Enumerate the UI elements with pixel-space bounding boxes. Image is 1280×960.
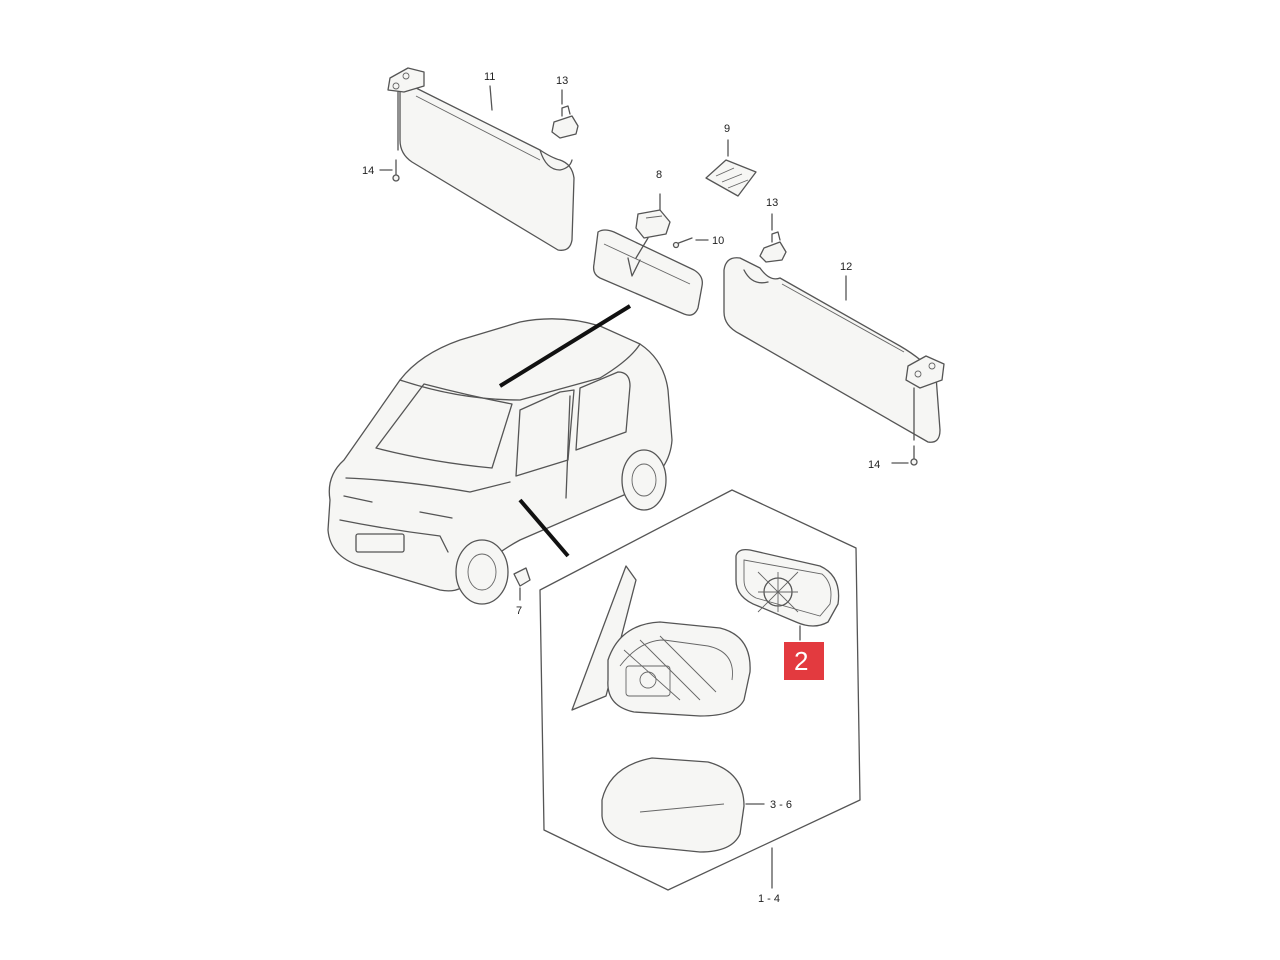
callout-7: 7 xyxy=(516,605,522,617)
callout-8: 8 xyxy=(656,169,662,181)
callout-11: 11 xyxy=(484,71,495,83)
callout-2: 2 xyxy=(794,646,808,676)
callout-14-left: 14 xyxy=(362,165,374,177)
door-mirror-box xyxy=(539,489,861,891)
callout-14-right: 14 xyxy=(868,459,880,471)
callout-13-right: 13 xyxy=(766,197,778,209)
sun-visor-left xyxy=(387,67,575,251)
screw-10 xyxy=(672,237,709,249)
clip-13-left xyxy=(551,105,579,139)
callout-10: 10 xyxy=(712,235,724,247)
callout-12: 12 xyxy=(840,261,852,273)
leader-door-mirror xyxy=(518,498,570,558)
highlight-badge xyxy=(784,642,824,680)
rear-view-mirror xyxy=(592,193,703,316)
screw-14-right xyxy=(891,445,918,466)
cover-9 xyxy=(705,139,757,197)
mirror-cover xyxy=(601,757,765,853)
callout-13-left: 13 xyxy=(556,75,568,87)
car-outline xyxy=(327,318,673,605)
leader-mirror xyxy=(498,304,632,388)
sun-visor-right xyxy=(723,257,945,443)
clip-13-right xyxy=(759,213,787,263)
mirror-glass xyxy=(735,548,840,641)
mirror-housing xyxy=(571,565,751,717)
clip-7 xyxy=(513,567,531,601)
callout-3-6: 3 - 6 xyxy=(770,799,792,811)
callout-1-4: 1 - 4 xyxy=(758,893,780,905)
callout-9: 9 xyxy=(724,123,730,135)
screw-14-left xyxy=(379,159,400,182)
